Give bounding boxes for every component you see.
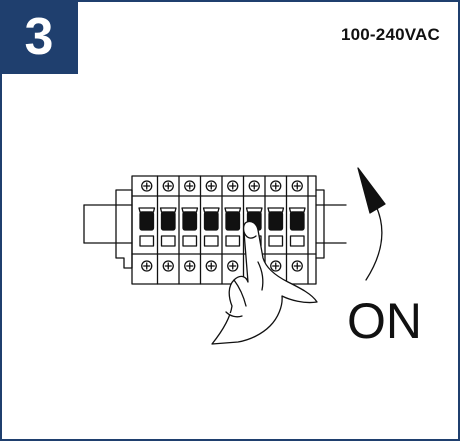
voltage-label: 100-240VAC (340, 25, 440, 44)
screw-icon (205, 180, 217, 192)
module-window (160, 235, 176, 247)
toggle-cap (224, 207, 242, 213)
screw-icon (162, 180, 174, 192)
step-number-badge: 3 (0, 0, 78, 74)
screw-icon (184, 180, 196, 192)
module-window (225, 235, 241, 247)
toggle-lever (268, 211, 284, 231)
screw-slot (143, 262, 151, 270)
screw-icon (227, 180, 239, 192)
screw-slot (207, 262, 215, 270)
toggle-lever (203, 211, 219, 231)
module-window (182, 235, 198, 247)
screw-slot (250, 182, 258, 190)
screw-slot (229, 182, 237, 190)
module-window (289, 235, 305, 247)
screw-slot (143, 182, 151, 190)
screw-icon (205, 260, 217, 272)
toggle-lever (225, 211, 241, 231)
toggle-cap (181, 207, 199, 213)
screw-slot (293, 262, 301, 270)
circuit-breaker-panel-icon (115, 175, 325, 285)
screw-slot (272, 262, 280, 270)
screw-slot (186, 262, 194, 270)
toggle-lever (182, 211, 198, 231)
toggle-cap (288, 207, 306, 213)
screw-icon (141, 180, 153, 192)
screw-slot (164, 182, 172, 190)
screw-slot (229, 262, 237, 270)
toggle-cap (267, 207, 285, 213)
screw-slot (207, 182, 215, 190)
screw-icon (291, 180, 303, 192)
toggle-lever (289, 211, 305, 231)
screw-slot (164, 262, 172, 270)
toggle-cap (138, 207, 156, 213)
module-window (139, 235, 155, 247)
screw-icon (291, 260, 303, 272)
hand-icon (211, 220, 318, 345)
screw-icon (227, 260, 239, 272)
screw-icon (270, 180, 282, 192)
din-rail (83, 204, 347, 244)
screw-slot (272, 182, 280, 190)
screw-icon (162, 260, 174, 272)
toggle-cap (159, 207, 177, 213)
toggle-lever (160, 211, 176, 231)
screw-icon (141, 260, 153, 272)
toggle-lever (139, 211, 155, 231)
screw-slot (293, 182, 301, 190)
screw-slot (186, 182, 194, 190)
curved-arrow-up-icon (357, 167, 386, 281)
toggle-cap (245, 207, 263, 213)
screw-icon (248, 180, 260, 192)
on-label: ON (347, 293, 422, 349)
toggle-cap (202, 207, 220, 213)
module-window (268, 235, 284, 247)
screw-icon (184, 260, 196, 272)
screw-icon (270, 260, 282, 272)
module-window (203, 235, 219, 247)
